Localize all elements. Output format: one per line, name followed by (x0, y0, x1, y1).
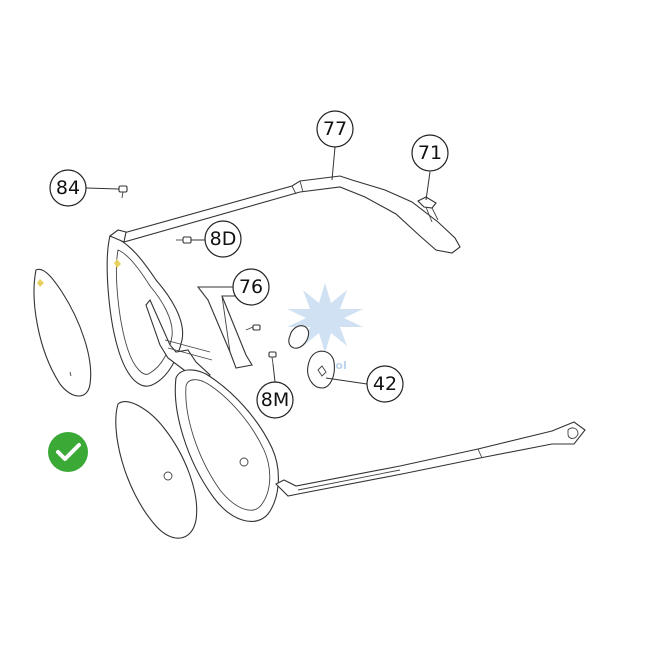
svg-text:76: 76 (239, 276, 263, 298)
temple-back (119, 175, 461, 254)
callout-42: 42 (366, 365, 404, 403)
svg-text:84: 84 (56, 177, 80, 199)
screw-84 (118, 185, 128, 199)
svg-text:71: 71 (418, 142, 442, 164)
check-circle-icon (48, 432, 88, 472)
callout-8m: 8M (256, 381, 294, 419)
temple-front (275, 421, 586, 497)
screw-8d (176, 236, 192, 244)
hinge-spring-part (417, 196, 439, 223)
svg-text:77: 77 (323, 118, 347, 140)
callout-77: 77 (316, 110, 354, 148)
callout-76: 76 (232, 268, 270, 306)
nose-pads-42 (288, 325, 335, 389)
frame-rim-front (174, 369, 279, 522)
callout-8d: 8D (204, 220, 242, 258)
svg-text:8D: 8D (210, 228, 237, 250)
svg-text:8M: 8M (261, 389, 289, 411)
lens-upper (33, 268, 92, 397)
lens-lower (115, 401, 198, 539)
sun-star-icon (287, 283, 363, 353)
svg-text:42: 42 (373, 373, 397, 395)
callout-84: 84 (49, 169, 87, 207)
screws-small (245, 324, 277, 365)
callout-71: 71 (411, 134, 449, 172)
frame-rim-back (106, 229, 184, 387)
